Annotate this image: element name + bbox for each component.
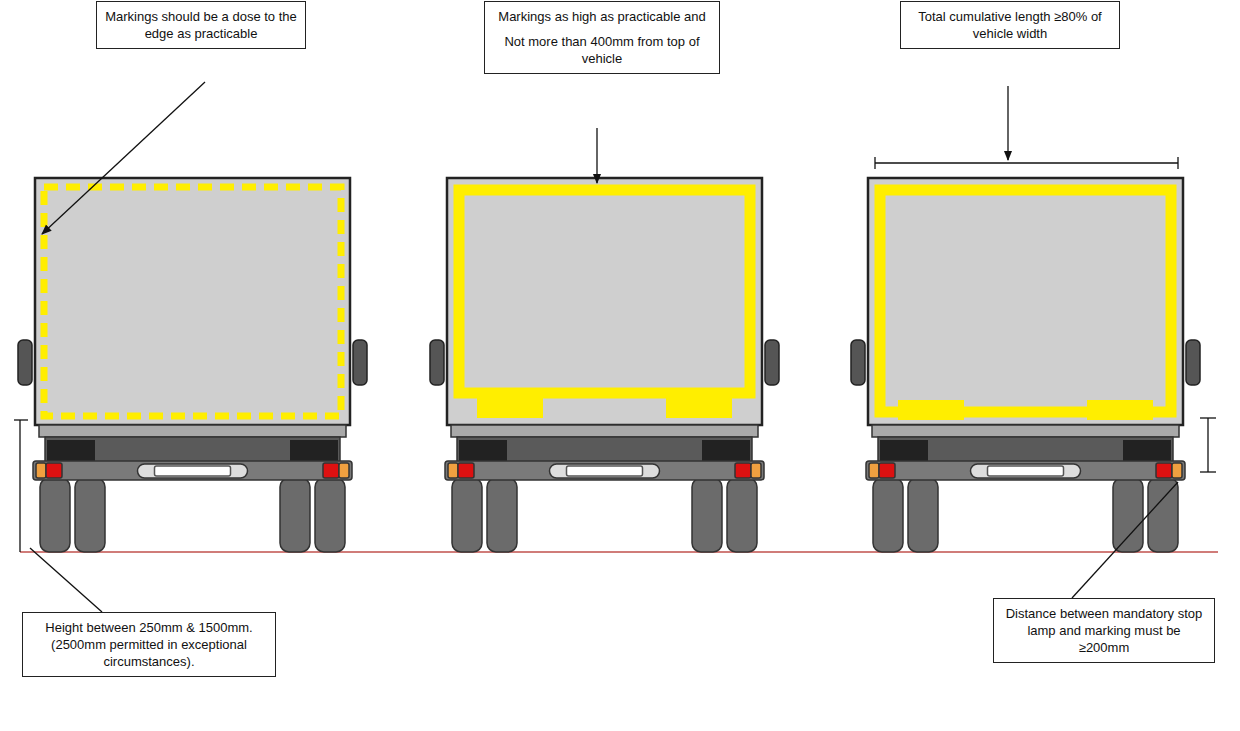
mirror [18,340,32,385]
mirror [765,340,779,385]
mudflap [1123,440,1171,462]
callout-text: Markings as high as practicable and [493,8,711,25]
light-bar [33,461,352,480]
callout-box: Height between 250mm & 1500mm. (2500mm p… [22,612,276,677]
mirror [851,340,865,385]
plate-lamp [567,466,643,476]
truck-rear [430,178,779,552]
dimension-line [1207,418,1208,472]
mudflap [459,440,507,462]
wheel [315,478,345,552]
wheel [487,478,517,552]
leader-line [1072,482,1178,598]
indicator-lamp [36,463,46,478]
rear-sill [39,425,346,437]
dimension-line [19,420,20,552]
wheel [40,478,70,552]
indicator-lamp [448,463,458,478]
indicator-lamp [339,463,349,478]
stop-lamp [879,463,895,478]
mudflap [702,440,750,462]
marking-block [898,400,964,420]
indicator-lamp [869,463,879,478]
dimension-tick [874,157,875,169]
callout-text: Markings should be a dose to the edge as… [105,8,297,42]
number-plate [138,464,248,478]
callout-text: Distance between mandatory stop lamp and… [1002,605,1206,656]
callout-box: Total cumulative length ≥80% of vehicle … [900,1,1120,49]
mudflap [47,440,95,462]
callout-box: Markings as high as practicable andNot m… [484,1,720,74]
wheel [1148,478,1178,552]
dimension-tick [1177,157,1178,169]
box-body [35,178,350,425]
dimension-tick [14,419,28,420]
wheel [692,478,722,552]
dimension-tick [1200,417,1216,418]
mirror [1186,340,1200,385]
stop-lamp [323,463,339,478]
chassis-frame [457,437,752,463]
wheel [75,478,105,552]
chassis-frame [878,437,1173,463]
callout-box: Distance between mandatory stop lamp and… [993,598,1215,663]
truck-rear [851,178,1200,552]
rear-sill [872,425,1179,437]
stop-lamp [458,463,474,478]
leader-line [42,82,205,234]
indicator-lamp [1172,463,1182,478]
number-plate [971,464,1081,478]
callout-text: Not more than 400mm from top of vehicle [493,33,711,67]
wheel [280,478,310,552]
contour-marking [459,190,750,393]
callout-text: Height between 250mm & 1500mm. (2500mm p… [31,619,267,670]
light-bar [866,461,1185,480]
truck-rear [18,178,367,552]
leader-line [596,128,597,183]
contour-marking [44,187,341,416]
marking-block [1087,400,1153,420]
wheel [1113,478,1143,552]
number-plate [550,464,660,478]
contour-marking [880,190,1171,412]
wheel [908,478,938,552]
marking-block [477,398,543,418]
dimension-line [875,162,1178,163]
wheel [727,478,757,552]
stop-lamp [735,463,751,478]
wheel [873,478,903,552]
mirror [353,340,367,385]
ground-line [20,551,1218,553]
mudflap [880,440,928,462]
mudflap [290,440,338,462]
callout-text: Total cumulative length ≥80% of vehicle … [909,8,1111,42]
indicator-lamp [751,463,761,478]
box-body [447,178,762,425]
wheel [452,478,482,552]
leader-line [30,548,102,612]
stop-lamp [1156,463,1172,478]
rear-sill [451,425,758,437]
marking-block [666,398,732,418]
plate-lamp [155,466,231,476]
leader-line [1007,86,1008,160]
dimension-tick [1200,471,1216,472]
callout-box: Markings should be a dose to the edge as… [96,1,306,49]
stop-lamp [46,463,62,478]
chassis-frame [45,437,340,463]
mirror [430,340,444,385]
light-bar [445,461,764,480]
box-body [868,178,1183,425]
plate-lamp [988,466,1064,476]
